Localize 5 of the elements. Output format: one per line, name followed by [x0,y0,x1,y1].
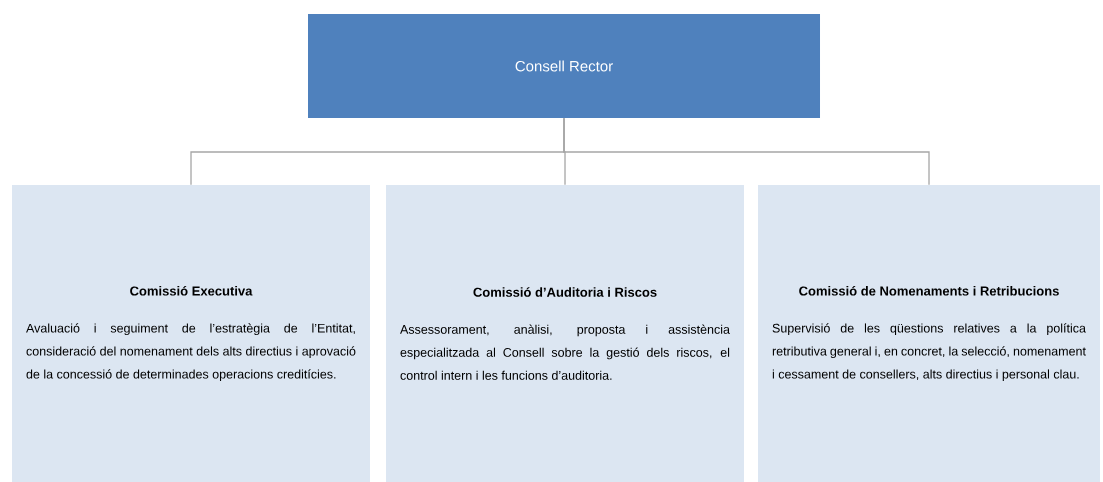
committee-box: Comissió d’Auditoria i Riscos Assessorament, anàlisi, proposta i assistència especialitzada al Consell sobre la gestió dels riscos, el control intern i les funcions d’auditoria. [386,185,744,482]
committee-box: Comissió Executiva Avaluació i seguiment de l’estratègia de l’Entitat, consideració del nomenament dels alts directius i aprovació de la concessió de determinades operacions creditícies. [12,185,370,482]
connector-line [563,117,930,186]
title-box: Consell Rector [308,14,820,118]
committee-box: Comissió de Nomenaments i Retribucions Supervisió de les qüestions relatives a la política retributiva general i, en concret, la selecció, nomenament i cessament de consellers, alts directius i personal clau. [758,185,1100,482]
